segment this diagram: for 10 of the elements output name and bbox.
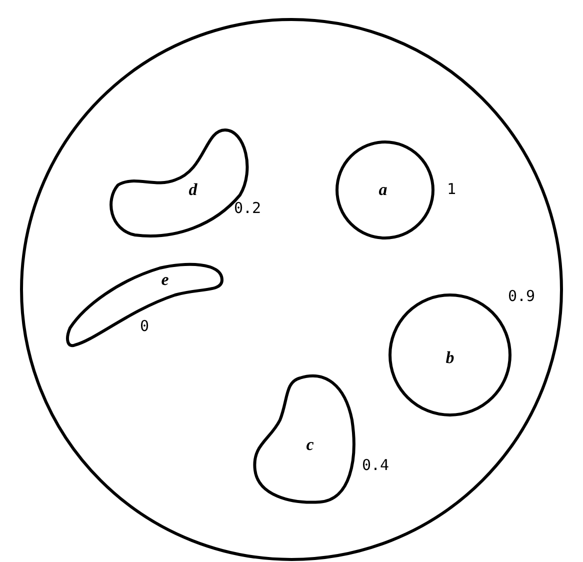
shape-letter: d — [188, 181, 198, 199]
shape-letter: a — [378, 181, 388, 199]
shape-letter: c — [306, 436, 314, 454]
value-label: 0 — [140, 318, 150, 334]
value-label: 1 — [447, 181, 456, 197]
value-label: 0.9 — [508, 288, 536, 304]
value-label: 0.2 — [234, 200, 262, 216]
value-label: 0.4 — [362, 457, 390, 473]
shape-letter: e — [161, 271, 169, 289]
shape-letter: b — [446, 349, 454, 367]
